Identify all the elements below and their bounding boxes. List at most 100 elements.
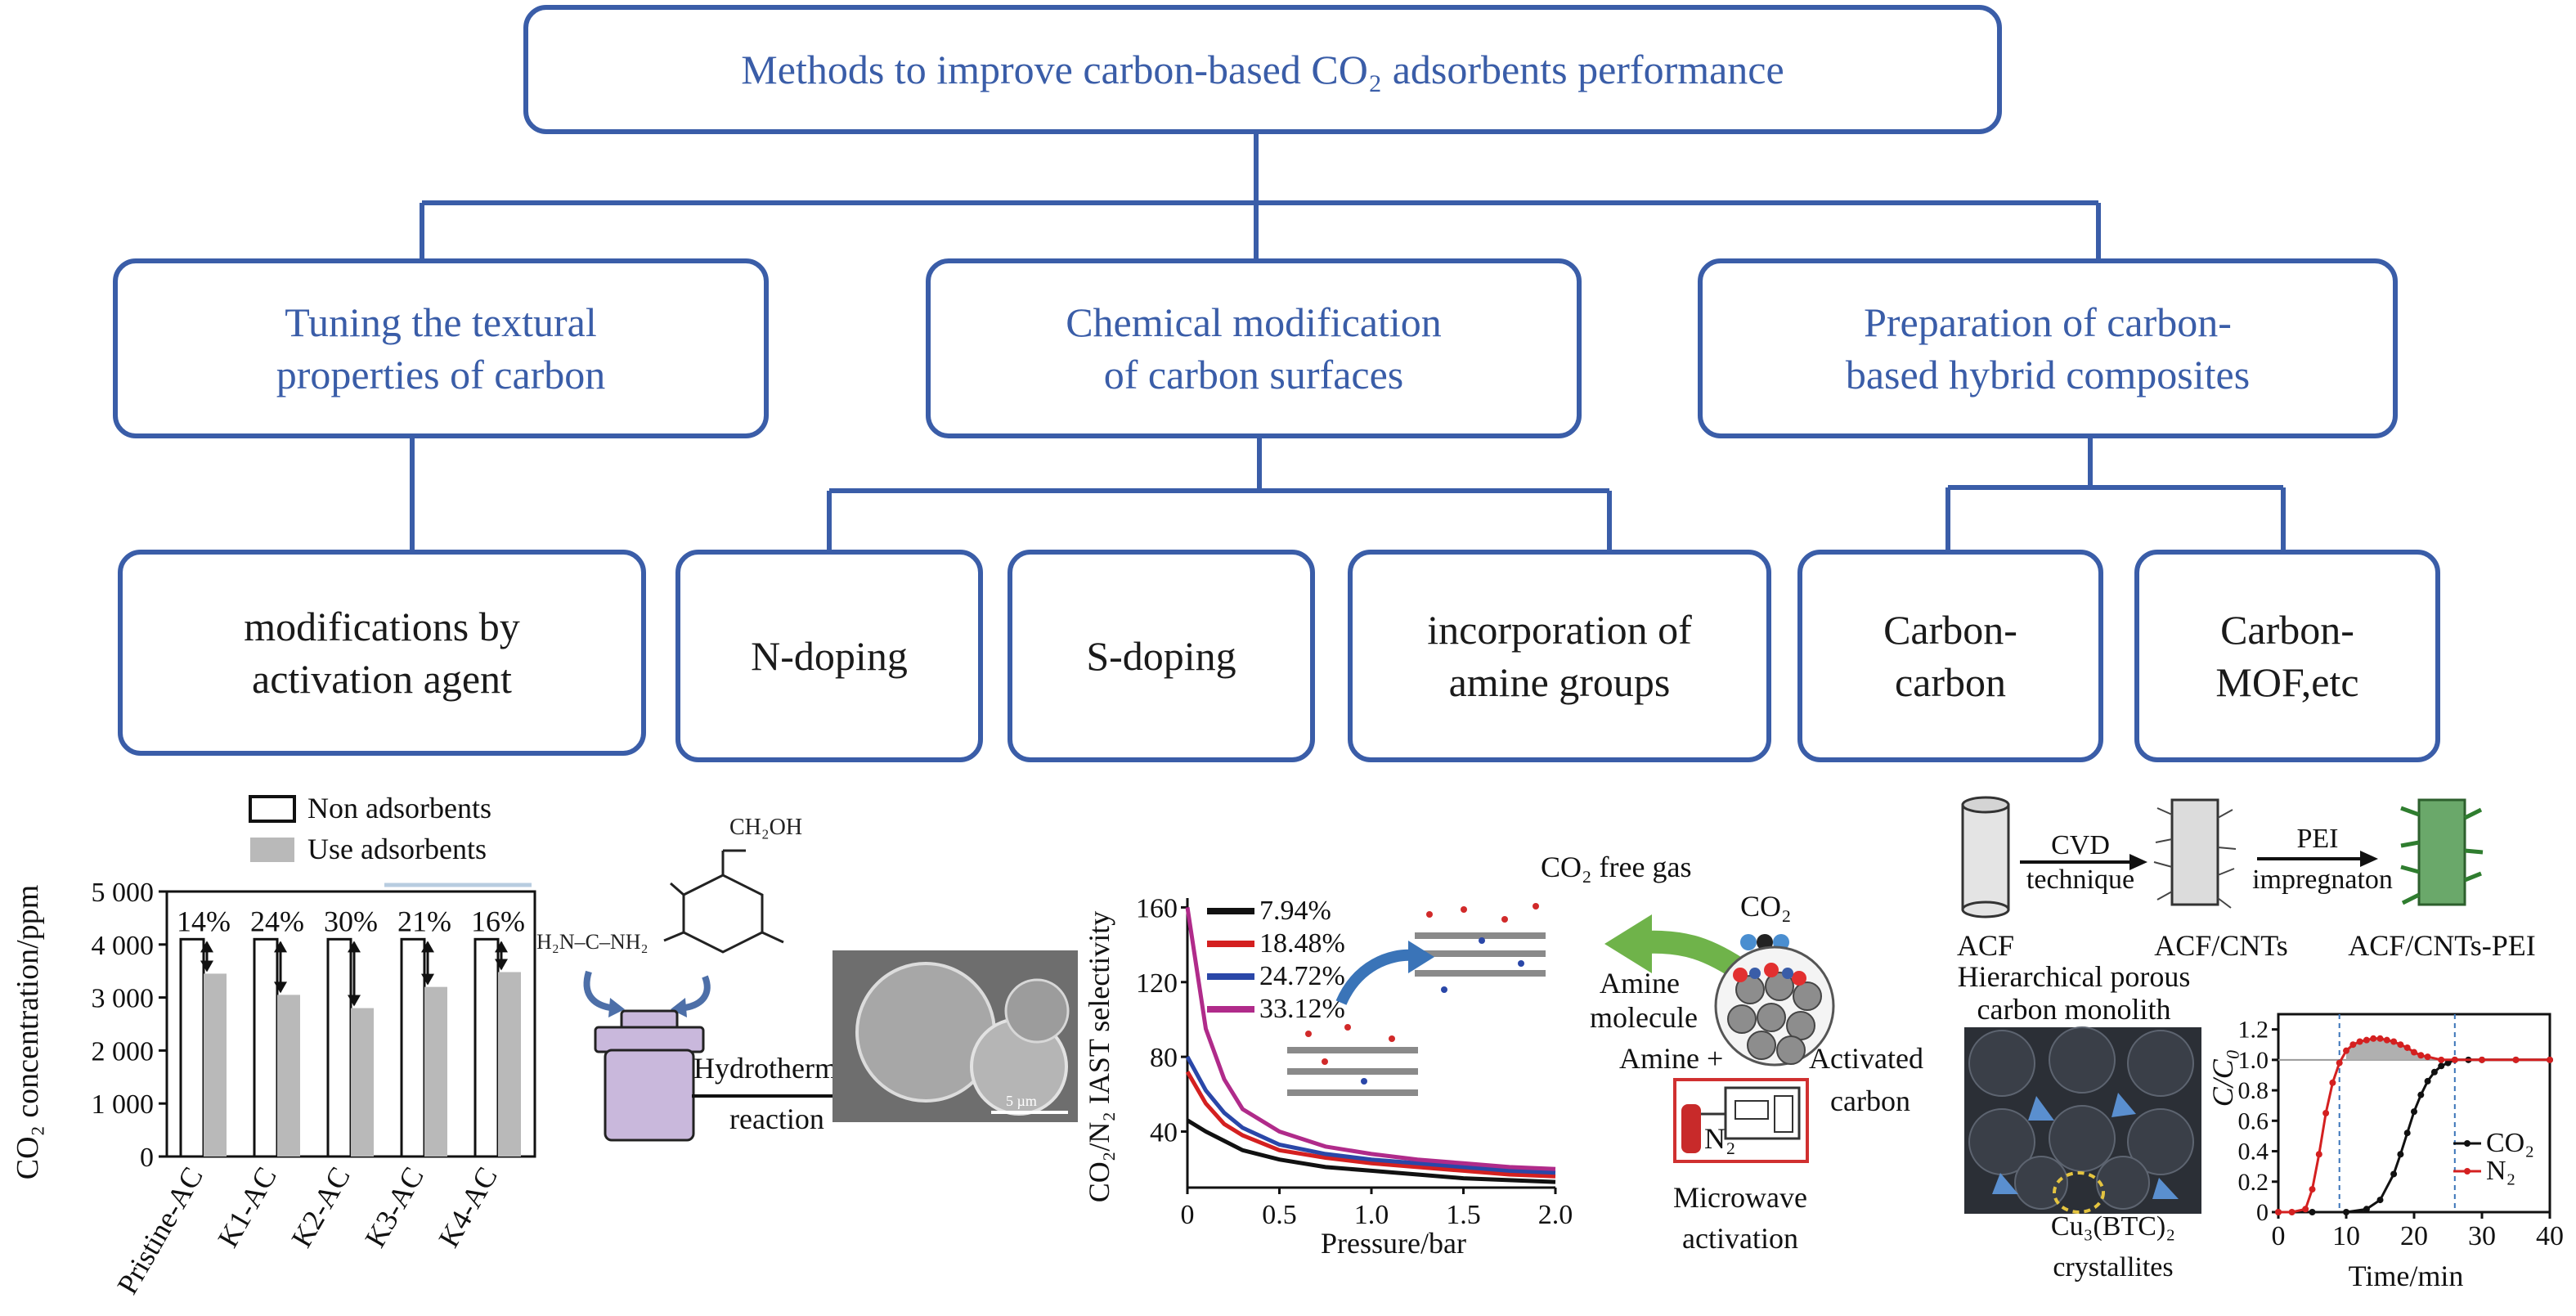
reduction-percent-label: 30%: [324, 905, 378, 937]
amine-plus-label: Amine +: [1619, 1042, 1723, 1075]
monolith-icon: [1964, 1026, 2201, 1214]
breakthrough-point: [2363, 1206, 2370, 1213]
method-label: incorporation of amine groups: [1427, 607, 1692, 705]
bar-non-adsorbents: [179, 937, 205, 1158]
molecule-label: CH₂OH: [729, 815, 802, 840]
method-label: modifications by activation agent: [244, 604, 520, 702]
selectivity-y-tick-label: 120: [1136, 968, 1178, 999]
breakthrough-point: [2370, 1035, 2377, 1042]
method-box-s-doping: S-doping: [1008, 550, 1315, 762]
breakthrough-legend-marker: [2464, 1168, 2471, 1175]
bar-use-adsorbents: [498, 972, 521, 1157]
urea-label: H₂N–C–NH₂: [536, 930, 648, 954]
breakthrough-series-line: [2278, 1037, 2550, 1214]
bar-non-adsorbents: [473, 937, 500, 1158]
acf-cnts-label: ACF/CNTs: [2154, 929, 2288, 962]
bar-category-label: K2-AC: [285, 1161, 357, 1253]
breakthrough-y-tick-label: 0.8: [2238, 1077, 2269, 1104]
breakthrough-point: [2403, 1044, 2411, 1051]
breakthrough-y-label: C/C₀: [2206, 1049, 2239, 1107]
cycle-arrow-right: [684, 975, 711, 1011]
breakthrough-x-tick-label: 0: [2272, 1221, 2286, 1251]
selectivity-x-tick-label: 2.0: [1538, 1200, 1573, 1230]
selectivity-y-tick-label: 160: [1136, 893, 1178, 923]
arrow-head: [348, 995, 361, 1007]
breakthrough-x-tick-label: 20: [2400, 1221, 2428, 1251]
breakthrough-x-label: Time/min: [2349, 1260, 2464, 1292]
breakthrough-point: [2430, 1068, 2438, 1076]
category-label: Preparation of carbon- based hybrid comp…: [1845, 299, 2251, 397]
method-box-carbon-mof: Carbon- MOF,etc: [2134, 550, 2440, 762]
bar-category-label: K4-AC: [432, 1161, 504, 1253]
autoclave-icon: [594, 1009, 705, 1142]
breakthrough-point: [2309, 1209, 2316, 1215]
breakthrough-point: [2438, 1062, 2445, 1070]
bar-category-label: Pristine-AC: [110, 1161, 209, 1300]
breakthrough-point: [2547, 1056, 2553, 1063]
reduction-percent-label: 24%: [250, 905, 304, 937]
selectivity-y-tick-label: 80: [1150, 1043, 1178, 1073]
breakthrough-point: [2397, 1151, 2404, 1158]
bar-y-tick-label: 2 000: [92, 1036, 155, 1067]
breakthrough-point: [2451, 1056, 2458, 1063]
breakthrough-point: [2383, 1036, 2390, 1044]
arrow-head: [200, 960, 213, 972]
bar-y-tick-label: 3 000: [92, 984, 155, 1014]
method-box-activation: modifications by activation agent: [118, 550, 646, 756]
category-box-chemical: Chemical modification of carbon surfaces: [926, 258, 1582, 438]
breakthrough-x-tick-label: 40: [2536, 1221, 2564, 1251]
reduction-percent-label: 21%: [397, 905, 451, 937]
legend-label: Use adsorbents: [307, 833, 487, 865]
breakthrough-point: [2315, 1151, 2322, 1158]
breakthrough-x-tick-label: 10: [2332, 1221, 2360, 1251]
bar-use-adsorbents: [424, 986, 447, 1157]
bar-y-tick-label: 1 000: [92, 1089, 155, 1120]
glucose-structure: [663, 849, 784, 954]
bar-y-tick-label: 0: [140, 1143, 154, 1173]
bar-marks: 14%Pristine-AC24%K1-AC30%K2-AC21%K3-AC16…: [110, 905, 525, 1300]
breakthrough-point: [2417, 1052, 2425, 1059]
method-label: Carbon- MOF,etc: [2215, 607, 2359, 705]
breakthrough-x-tick-label: 30: [2468, 1221, 2496, 1251]
arrow-head: [495, 941, 508, 953]
breakthrough-legend-label: CO₂: [2486, 1128, 2534, 1158]
bar-non-adsorbents: [326, 937, 352, 1158]
breakthrough-point: [2424, 1077, 2431, 1085]
breakthrough-point: [2349, 1041, 2357, 1049]
n2-label: N₂: [1704, 1122, 1736, 1155]
selectivity-x-tick-label: 1.5: [1446, 1200, 1481, 1230]
breakthrough-point: [2363, 1036, 2370, 1044]
breakthrough-point: [2329, 1079, 2336, 1086]
breakthrough-point: [2322, 1110, 2330, 1116]
selectivity-legend-label: 33.12%: [1259, 994, 1345, 1024]
scale-label: 5 µm: [1006, 1093, 1037, 1109]
breakthrough-point: [2411, 1049, 2417, 1056]
arrow-head: [421, 973, 434, 986]
bar-y-tick-label: 4 000: [92, 931, 155, 961]
arrow-head: [348, 941, 361, 953]
legend-label: Non adsorbents: [307, 792, 491, 824]
breakthrough-y-tick-label: 0.2: [2238, 1169, 2269, 1196]
root-title: Methods to improve carbon-based CO₂ adso…: [741, 47, 1784, 92]
root-box: Methods to improve carbon-based CO₂ adso…: [523, 5, 2002, 134]
selectivity-lines: [1185, 907, 1556, 1184]
bar-use-adsorbents: [351, 1008, 374, 1157]
breakthrough-point: [2376, 1197, 2384, 1204]
reduction-percent-label: 14%: [177, 905, 231, 937]
breakthrough-y-tick-label: 0.4: [2238, 1139, 2269, 1166]
bar-use-adsorbents: [277, 995, 300, 1157]
breakthrough-point: [2309, 1186, 2316, 1193]
selectivity-x-label: Pressure/bar: [1321, 1227, 1466, 1260]
acf-cnts-icon: [2153, 798, 2237, 909]
bar-category-label: K3-AC: [358, 1161, 430, 1253]
breakthrough-point: [2336, 1059, 2343, 1067]
structure-illustration: [1287, 903, 1546, 1096]
